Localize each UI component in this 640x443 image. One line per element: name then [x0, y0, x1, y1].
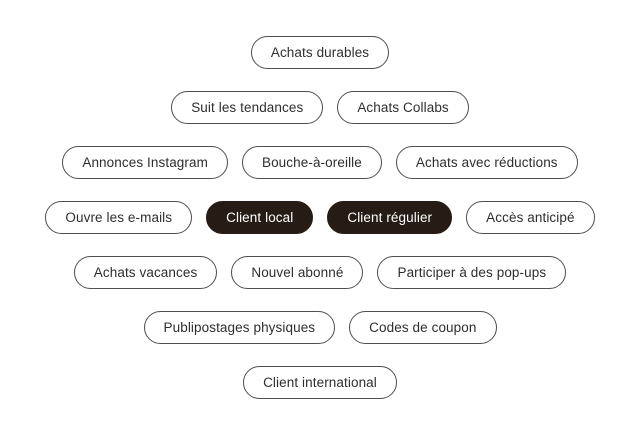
- pill-tag[interactable]: Achats Collabs: [337, 91, 469, 124]
- pill-tag[interactable]: Achats vacances: [73, 256, 218, 289]
- pill-row: Publipostages physiques Codes de coupon: [0, 311, 640, 344]
- pill-tag[interactable]: Bouche-à-oreille: [241, 146, 382, 179]
- pill-tag[interactable]: Publipostages physiques: [143, 311, 336, 344]
- pill-row: Suit les tendances Achats Collabs: [0, 91, 640, 124]
- pill-tag[interactable]: Participer à des pop-ups: [377, 256, 567, 289]
- pill-tag[interactable]: Accès anticipé: [466, 201, 595, 234]
- pill-tag[interactable]: Achats avec réductions: [395, 146, 578, 179]
- pill-tag[interactable]: Annonces Instagram: [62, 146, 228, 179]
- pill-tag[interactable]: Client régulier: [327, 201, 453, 234]
- pill-tag[interactable]: Client international: [243, 366, 397, 399]
- pill-tag[interactable]: Achats durables: [250, 36, 390, 69]
- pill-row: Client international: [0, 366, 640, 399]
- pill-tag[interactable]: Ouvre les e-mails: [45, 201, 193, 234]
- pill-tag[interactable]: Codes de coupon: [349, 311, 497, 344]
- pill-row: Ouvre les e-mails Client local Client régu…: [0, 201, 640, 234]
- pill-tag[interactable]: Nouvel abonné: [231, 256, 364, 289]
- pill-row: Achats durables: [0, 36, 640, 69]
- pill-row: Achats vacances Nouvel abonné Participer à…: [0, 256, 640, 289]
- pill-tag[interactable]: Suit les tendances: [171, 91, 324, 124]
- pill-row: Annonces Instagram Bouche-à-oreille Achats…: [0, 146, 640, 179]
- pill-tag[interactable]: Client local: [206, 201, 314, 234]
